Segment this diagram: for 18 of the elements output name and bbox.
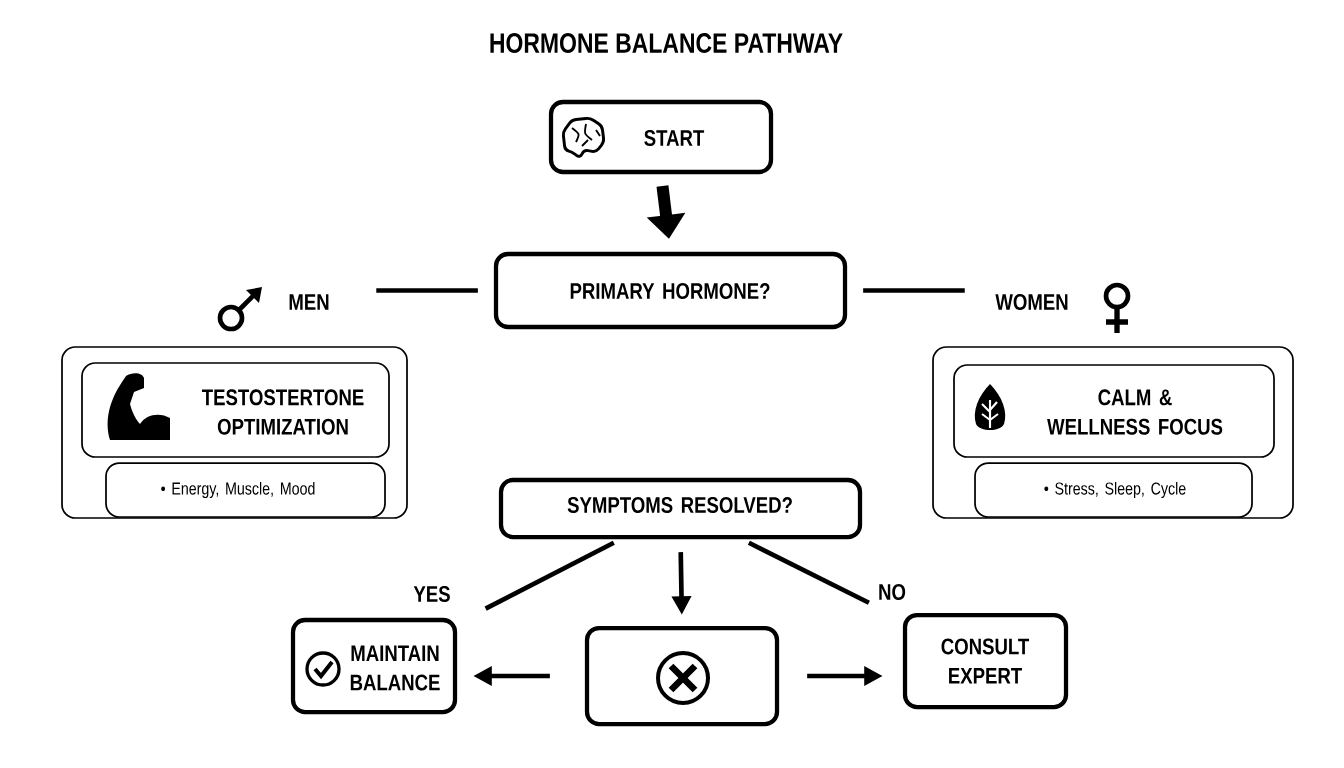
decision-box: SYMPTOMS RESOLVED? [498, 477, 863, 540]
connector-line [484, 540, 615, 611]
category-label: MEN [289, 294, 329, 310]
decision-box: PRIMARY HORMONE? [493, 251, 848, 330]
diagram-title: HORMONE BALANCE PATHWAY [490, 33, 843, 53]
connector-line [747, 540, 870, 605]
start-box: START [548, 99, 774, 175]
detail-box: • Stress, Sleep, Cycle [974, 462, 1253, 518]
connector-line [376, 288, 478, 293]
category-label: WOMEN [995, 294, 1068, 311]
group-box [61, 346, 408, 519]
detail-box: • Energy, Muscle, Mood [105, 462, 386, 518]
process-box: TESTOSTERTONE OPTIMIZATION [81, 362, 390, 458]
outcome-box: CONSULT EXPERT [902, 612, 1069, 710]
process-box: CALM & WELLNESS FOCUS [953, 364, 1275, 458]
connector-line [863, 288, 965, 293]
outcome-box: MAINTAIN BALANCE [290, 617, 458, 715]
group-box [932, 346, 1294, 519]
